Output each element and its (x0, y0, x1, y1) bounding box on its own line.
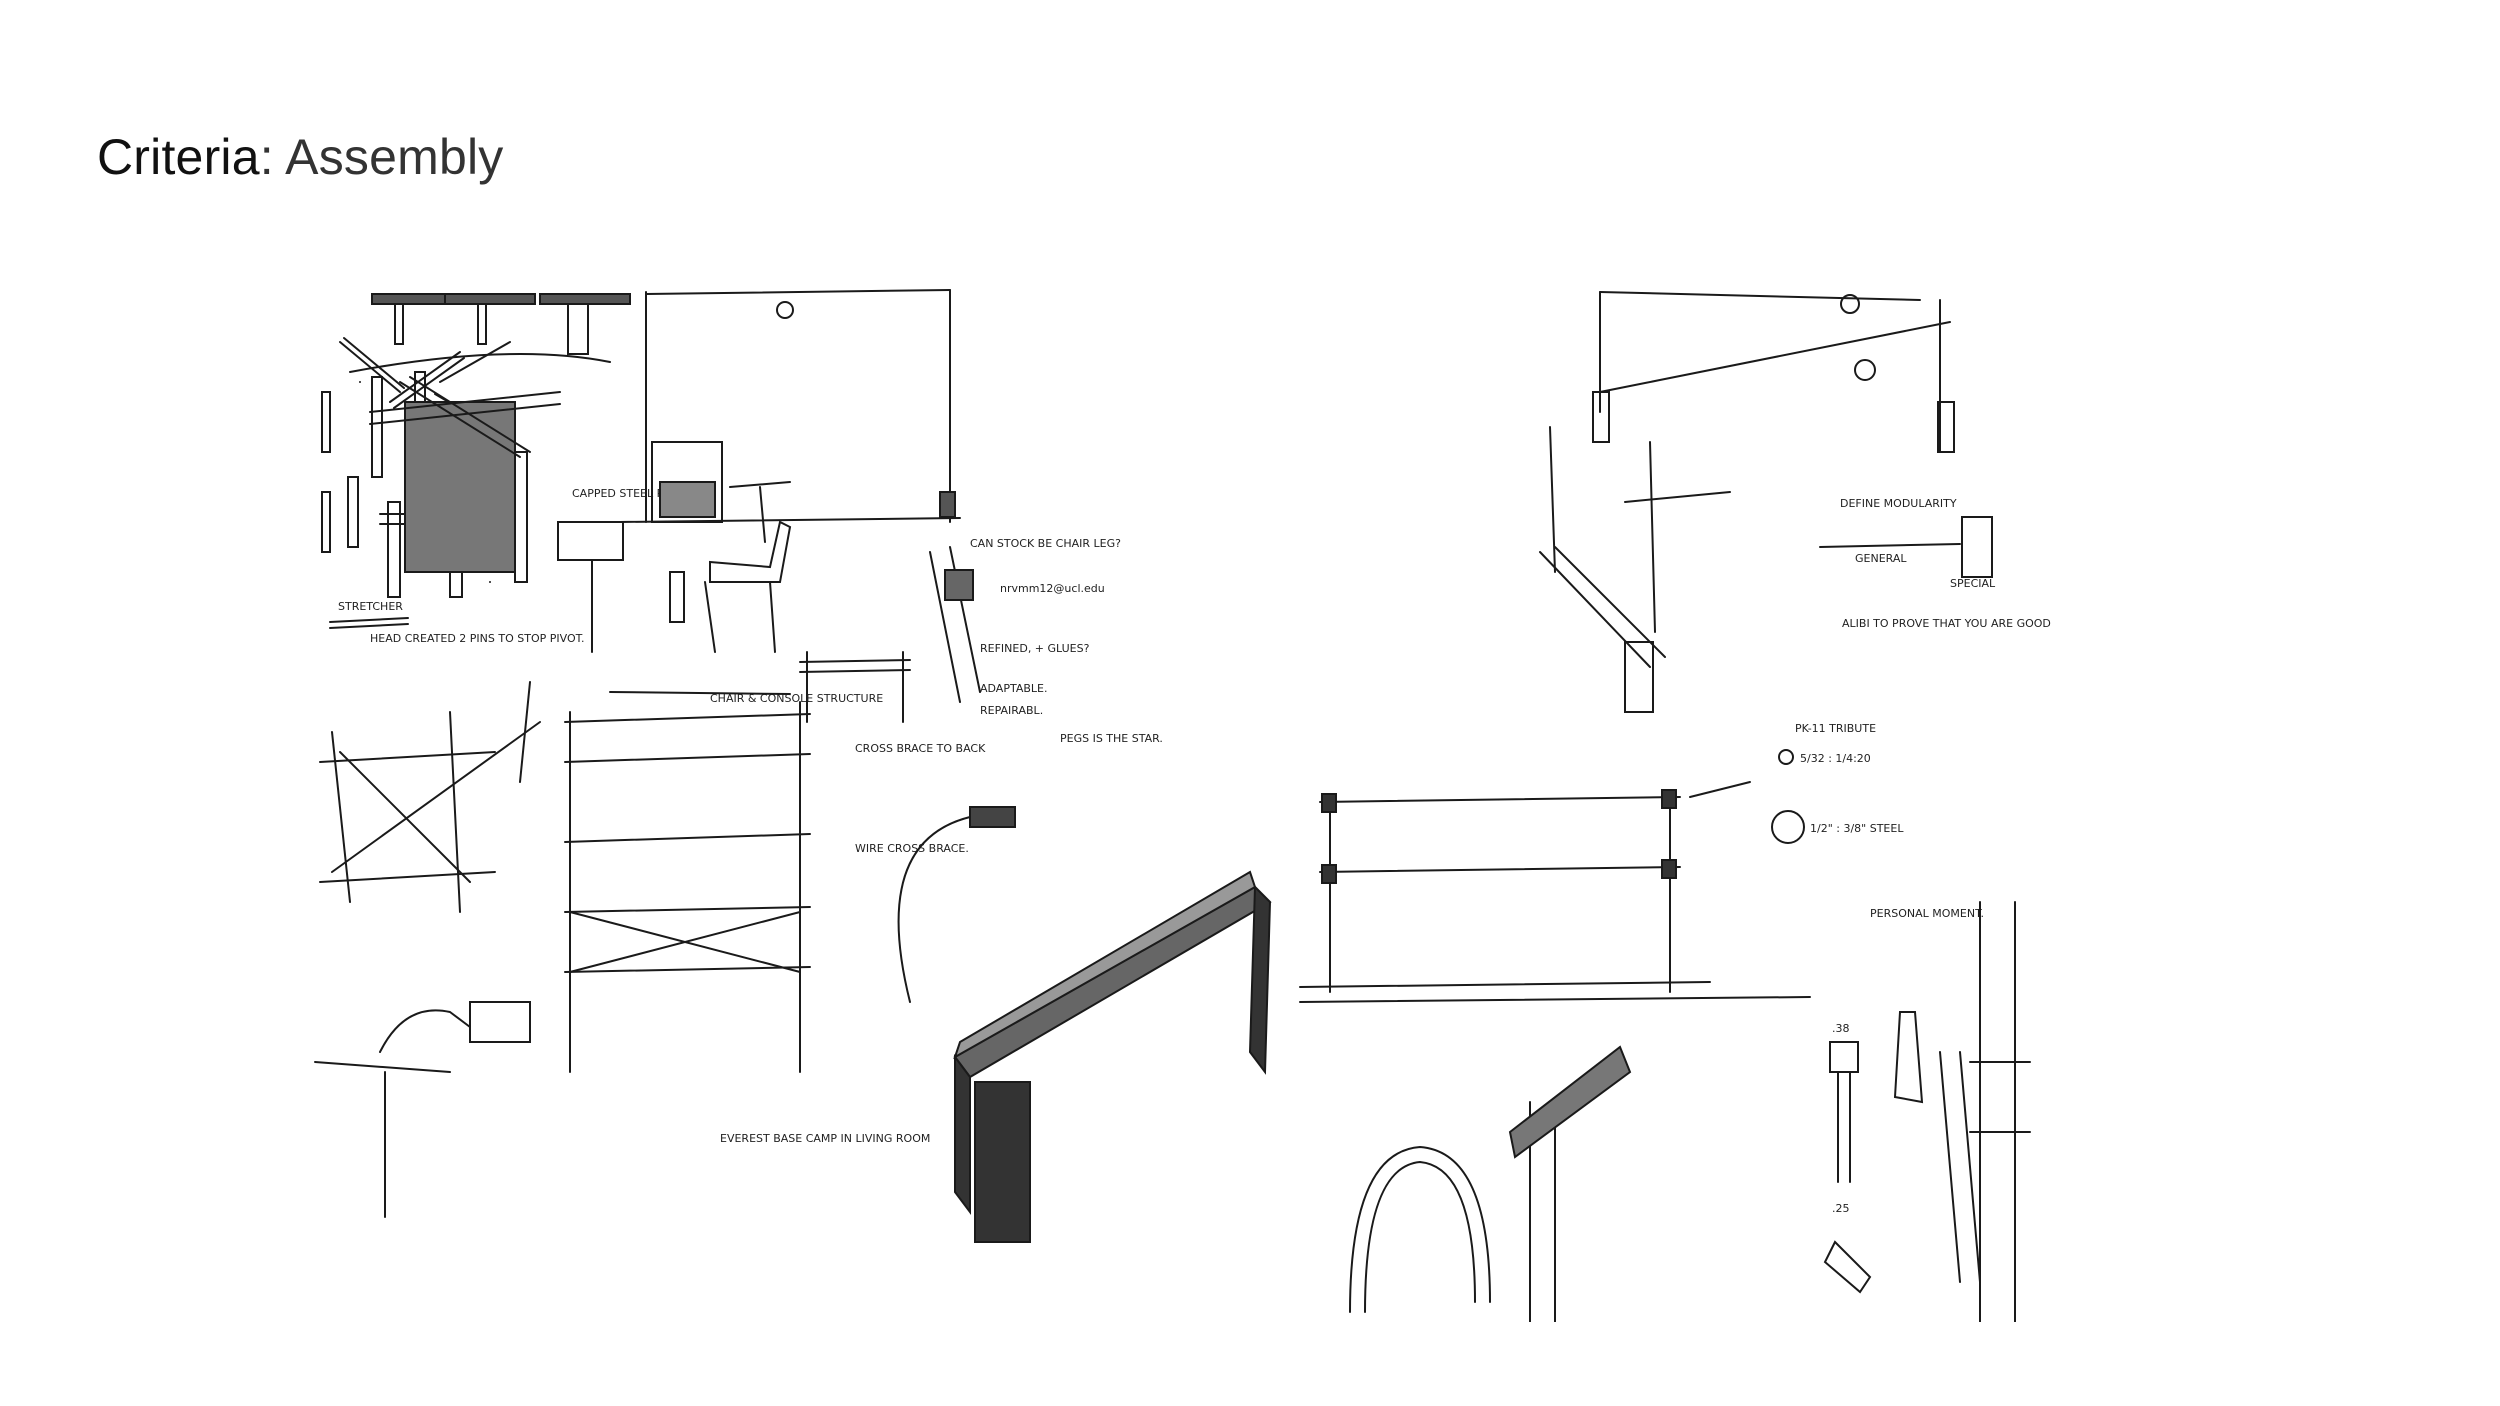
note-pk11: PK-11 TRIBUTE (1795, 722, 1876, 735)
sketch-wood-bench (897, 806, 1272, 1243)
note-special: SPECIAL (1950, 577, 1996, 590)
note-038: .38 (1832, 1022, 1850, 1035)
note-cross-brace: CROSS BRACE TO BACK (855, 742, 986, 755)
sketch-modular-frame (1539, 291, 1993, 713)
sketch-clamp-detail (349, 293, 631, 653)
note-define-modularity: DEFINE MODULARITY (1840, 497, 1957, 510)
note-chair-console-structure: CHAIR & CONSOLE STRUCTURE (710, 692, 883, 705)
sketch-shelf-frame (564, 691, 811, 1073)
title-main: Criteria (97, 129, 260, 185)
note-personal-moment: PERSONAL MOMENT. (1870, 907, 1984, 920)
sketch-arch-peg-bolt (1349, 901, 2031, 1322)
note-refined: REFINED, + GLUES? (980, 642, 1090, 655)
note-can-stock: CAN STOCK BE CHAIR LEG? (970, 537, 1121, 550)
note-stretcher: STRETCHER (338, 600, 403, 613)
sketch-sheet-image: STRETCHER CAPPED STEEL RODS HEAD CREATED… (310, 282, 2100, 1322)
note-5-32: 5/32 : 1/4:20 (1800, 752, 1871, 765)
note-025: .25 (1832, 1202, 1850, 1215)
note-repairabl: REPAIRABL. (980, 704, 1043, 717)
sketch-pk11-frame (1299, 781, 1811, 1003)
note-general: GENERAL (1855, 552, 1907, 565)
sketch-chair-console (489, 289, 981, 723)
note-wire-brace: WIRE CROSS BRACE. (855, 842, 969, 855)
sketch-x-brace (314, 681, 541, 1218)
slide-title: Criteria: Assembly (97, 128, 504, 186)
title-separator: : (259, 129, 274, 185)
note-steel: 1/2" : 3/8" STEEL (1810, 822, 1904, 835)
note-head-created: HEAD CREATED 2 PINS TO STOP PIVOT. (370, 632, 585, 645)
note-alibi: ALIBI TO PROVE THAT YOU ARE GOOD (1842, 617, 2051, 630)
note-email: nrvmm12@ucl.edu (1000, 582, 1105, 595)
note-pegs-star: PEGS IS THE STAR. (1060, 732, 1163, 745)
title-sub: Assembly (273, 129, 504, 185)
note-everest: EVEREST BASE CAMP IN LIVING ROOM (720, 1132, 930, 1145)
note-adaptable: ADAPTABLE. (980, 682, 1047, 695)
